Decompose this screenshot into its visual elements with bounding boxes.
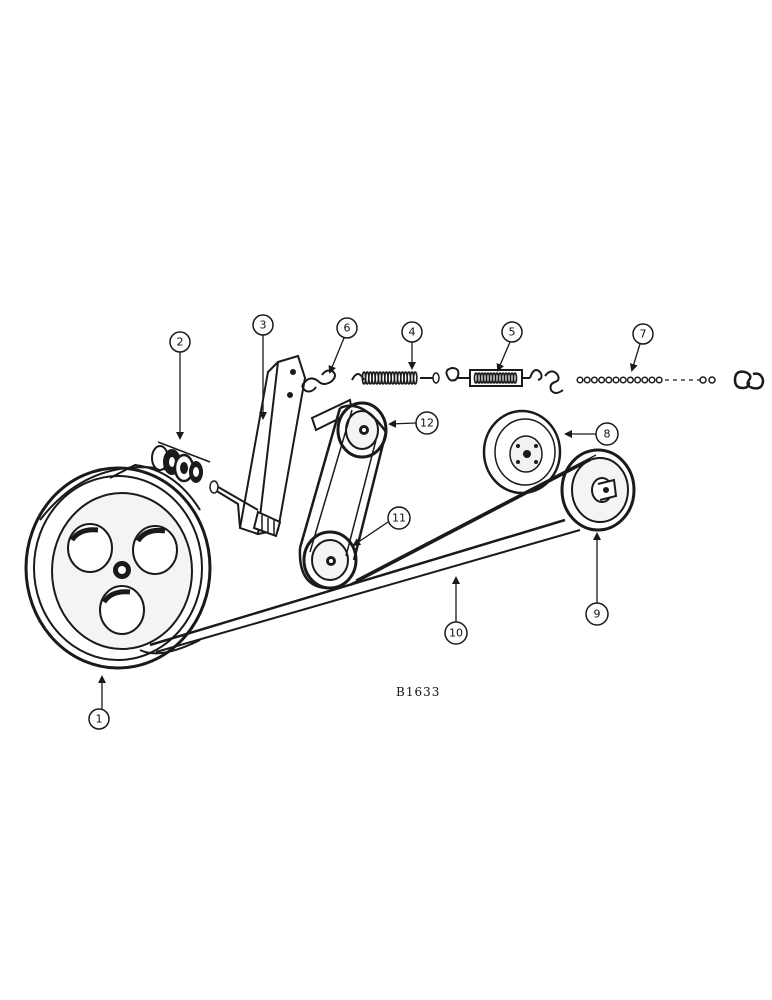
callout-label-3: 3 [260,319,267,332]
chain-link [576,376,584,384]
chain-link [605,376,613,384]
callout-label-6: 6 [344,322,351,335]
callout-1: 1 [88,675,110,730]
lower-idler-pulley [302,530,358,590]
callout-label-8: 8 [604,428,611,441]
disc-pulley [482,409,562,495]
callout-4: 4 [401,321,423,370]
bearing-washers [151,441,211,483]
spring-coil [412,371,418,385]
callout-3: 3 [252,314,274,420]
callout-9: 9 [585,532,609,626]
turnbuckle-spring [445,366,543,387]
callout-6: 6 [328,317,358,374]
s-hook-left [301,369,336,393]
chain-link [590,376,598,384]
callout-8: 8 [564,422,619,446]
driven-pulley [560,448,636,532]
chain-link [619,376,627,384]
main-drive-belt [139,454,597,655]
callout-label-10: 10 [449,627,463,640]
spring-coil [512,372,518,384]
chain-link [648,376,656,384]
tension-spring [351,371,440,385]
chain-link [641,376,649,384]
figure-reference: B1633 [396,685,440,699]
chain-link [626,376,634,384]
callout-10: 10 [444,576,468,645]
callout-label-11: 11 [392,512,406,525]
idler-belt [298,404,388,590]
callout-12: 12 [388,411,439,435]
callout-label-4: 4 [409,326,416,339]
callout-label-1: 1 [96,713,103,726]
chain-link [634,376,642,384]
callout-11: 11 [352,506,411,547]
chain-link [598,376,606,384]
callout-label-5: 5 [509,326,516,339]
chain-link [583,376,591,384]
callout-label-12: 12 [420,417,434,430]
callout-label-9: 9 [594,608,601,621]
idler-arm [209,354,307,538]
large-drive-pulley [24,463,212,670]
upper-idler-pulley [310,398,388,459]
callout-7: 7 [629,323,654,372]
callout-label-7: 7 [640,328,647,341]
chain-link [612,376,620,384]
callout-2: 2 [169,331,191,440]
chain-link [655,376,663,384]
chain-and-hooks [544,370,765,394]
callout-5: 5 [496,321,523,372]
callout-label-2: 2 [177,336,184,349]
